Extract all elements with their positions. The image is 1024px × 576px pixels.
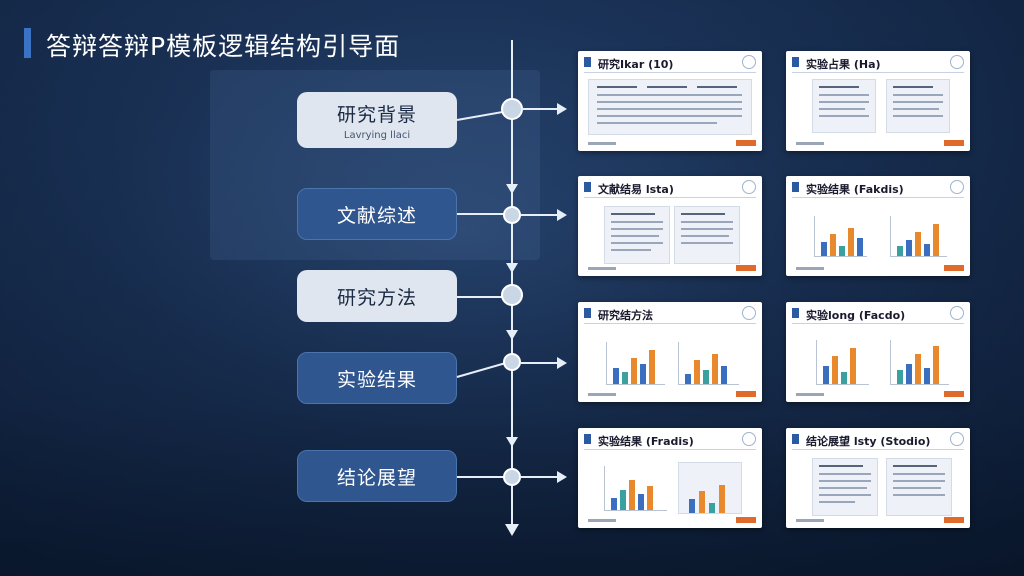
slide-mark (584, 182, 591, 192)
slide-footer-tag (944, 391, 964, 397)
slide-thumbnail[interactable]: 实验long (Facdo) (786, 302, 970, 402)
logo-icon (742, 306, 756, 320)
flow-arrow-down (506, 263, 518, 273)
slide-mark (584, 57, 591, 67)
stage-literature-review: 文献综述 (297, 188, 457, 240)
bar-chart (814, 216, 867, 257)
slide-title: 文献结易 lsta) (598, 183, 674, 196)
slide-footer-tag (736, 391, 756, 397)
stage-connector (457, 213, 507, 215)
title-accent-bar (24, 28, 31, 58)
slide-title: 实验结果 (Fakdis) (806, 183, 904, 196)
stage-label: 研究方法 (336, 286, 417, 309)
slide-title: 研究Ikar (10) (598, 58, 674, 71)
logo-icon (950, 55, 964, 69)
slide-thumbnail[interactable]: 实验占果 (Ha) (786, 51, 970, 151)
bar-chart (604, 466, 667, 511)
text-panel (886, 79, 950, 133)
timeline-node (503, 468, 521, 486)
slide-title: 实验占果 (Ha) (806, 58, 881, 71)
chart-panel (678, 462, 742, 514)
table-panel (588, 79, 752, 135)
logo-icon (742, 432, 756, 446)
slide-title: 实验结果 (Fradis) (598, 435, 694, 448)
slide-thumbnail[interactable]: 文献结易 lsta) (578, 176, 762, 276)
logo-icon (742, 55, 756, 69)
divider (584, 449, 756, 450)
timeline-node (503, 206, 521, 224)
arrow-right (521, 103, 567, 115)
timeline-node (501, 98, 523, 120)
divider (792, 323, 964, 324)
flow-arrow-down (506, 184, 518, 194)
slide-title: 结论展望 lsty (Stodio) (806, 435, 931, 448)
slide-mark (584, 434, 591, 444)
divider (792, 197, 964, 198)
text-panel (674, 206, 740, 264)
bar-chart (816, 340, 869, 385)
logo-icon (950, 432, 964, 446)
stage-label: 研究背景 (336, 103, 417, 126)
divider (584, 197, 756, 198)
slide-title: 实验long (Facdo) (806, 309, 906, 322)
stage-label: 结论展望 (336, 466, 417, 489)
divider (584, 323, 756, 324)
slide-footer-tag (944, 140, 964, 146)
slide-footer-tag (944, 517, 964, 523)
stage-connector (457, 296, 507, 298)
stage-sublabel: Lavrying llaci (343, 129, 411, 141)
slide-mark (584, 308, 591, 318)
flow-arrow-down (506, 437, 518, 447)
slide-title: 研究结方法 (598, 309, 653, 322)
slide-footer-tag (736, 140, 756, 146)
slide-thumbnail[interactable]: 实验结果 (Fakdis) (786, 176, 970, 276)
bar-chart (678, 342, 739, 385)
timeline-node (503, 353, 521, 371)
slide-footer-tag (944, 265, 964, 271)
logo-icon (950, 180, 964, 194)
text-panel (604, 206, 670, 264)
arrow-right (521, 357, 567, 369)
timeline-end-arrow (505, 524, 519, 536)
stage-label: 实验结果 (336, 368, 417, 391)
logo-icon (742, 180, 756, 194)
slide-mark (792, 182, 799, 192)
bar-chart (890, 340, 949, 385)
divider (584, 72, 756, 73)
slide-mark (792, 57, 799, 67)
slide-thumbnail[interactable]: 研究Ikar (10) (578, 51, 762, 151)
stage-research-method: 研究方法 (297, 270, 457, 322)
timeline-node (501, 284, 523, 306)
slide-mark (792, 308, 799, 318)
slide-mark (792, 434, 799, 444)
slide-footer-tag (736, 517, 756, 523)
arrow-right (521, 209, 567, 221)
slide-thumbnail[interactable]: 研究结方法 (578, 302, 762, 402)
slide-footer-tag (736, 265, 756, 271)
stage-research-background: 研究背景 Lavrying llaci (297, 92, 457, 148)
text-panel (812, 458, 878, 516)
stage-conclusion-outlook: 结论展望 (297, 450, 457, 502)
text-panel (812, 79, 876, 133)
slide-thumbnail[interactable]: 实验结果 (Fradis) (578, 428, 762, 528)
bar-chart (606, 342, 665, 385)
divider (792, 449, 964, 450)
text-panel (886, 458, 952, 516)
arrow-right (521, 471, 567, 483)
divider (792, 72, 964, 73)
flow-arrow-down (506, 330, 518, 340)
bar-chart (890, 216, 947, 257)
logo-icon (950, 306, 964, 320)
stage-label: 文献综述 (336, 204, 417, 227)
stage-experiment-results: 实验结果 (297, 352, 457, 404)
page-title: 答辩答辩P模板逻辑结构引导面 (46, 32, 401, 61)
slide-thumbnail[interactable]: 结论展望 lsty (Stodio) (786, 428, 970, 528)
stage-connector (457, 476, 507, 478)
